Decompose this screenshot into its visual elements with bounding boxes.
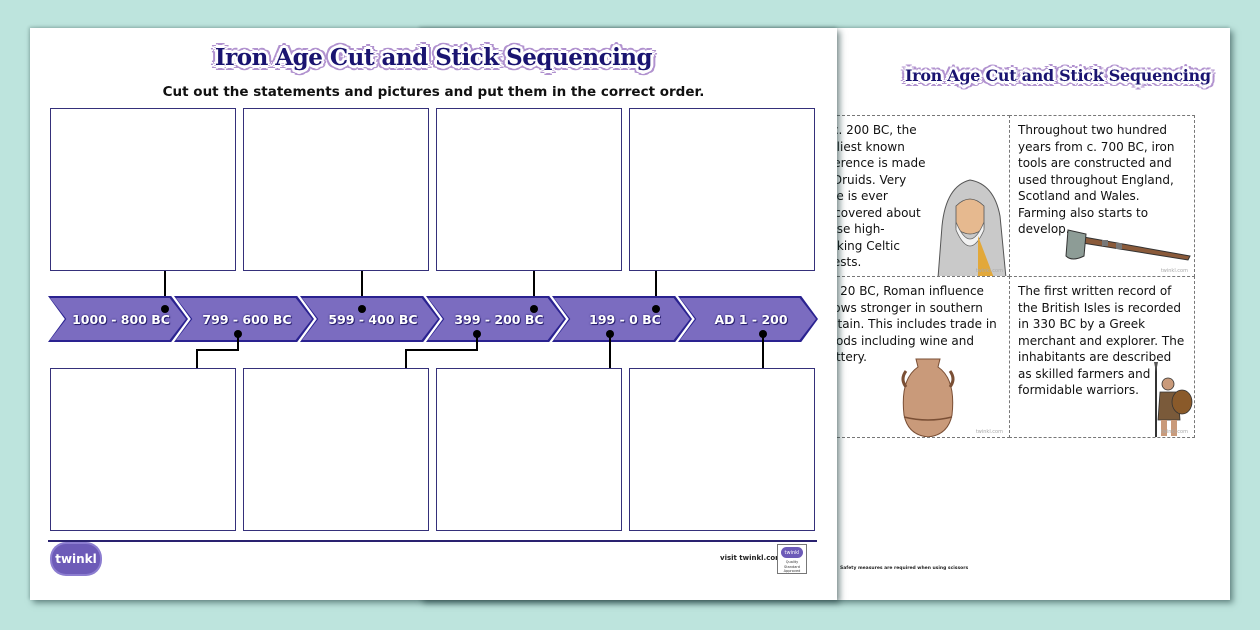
badge-text: Quality Standard Approved: [783, 560, 801, 573]
connector-line: [405, 349, 407, 369]
timeline-label: 799 - 600 BC: [202, 311, 292, 327]
connector-dot: [234, 330, 242, 338]
answer-box-bottom-2[interactable]: [243, 368, 429, 531]
timeline-segment-4: 399 - 200 BC: [428, 298, 564, 340]
druid-icon: [937, 179, 1007, 276]
connector-dot: [358, 305, 366, 313]
timeline-segment-2: 799 - 600 BC: [176, 298, 312, 340]
quality-badge: twinkl Quality Standard Approved: [777, 544, 807, 574]
connector-line: [533, 271, 535, 309]
twinkl-logo: twinkl: [52, 544, 100, 574]
card-text: The first written record of the British …: [1018, 284, 1185, 397]
amphora-icon: [901, 358, 955, 437]
statement-card-first-record[interactable]: The first written record of the British …: [1009, 276, 1195, 438]
connector-line: [762, 334, 764, 369]
statement-card-druids[interactable]: In c. 200 BC, the earliest known referen…: [812, 115, 1010, 277]
instructions: Cut out the statements and pictures and …: [162, 84, 705, 100]
connector-dot: [161, 305, 169, 313]
axe-icon: [1065, 229, 1191, 261]
card-credit: twinkl.com: [975, 268, 1003, 274]
safety-note: Safety measures are required when using …: [840, 566, 969, 571]
connector-line: [609, 334, 611, 369]
warrior-icon: [1154, 362, 1193, 437]
card-credit: twinkl.com: [975, 429, 1003, 435]
timeline-segment-5: 199 - 0 BC: [554, 298, 690, 340]
connector-dot: [606, 330, 614, 338]
timeline-arrow-bar: 1000 - 800 BC 799 - 600 BC 599 - 400 BC …: [48, 296, 818, 342]
card-text: By 20 BC, Roman influence grows stronger…: [821, 284, 997, 364]
connector-line: [655, 271, 657, 309]
answer-box-bottom-1[interactable]: [50, 368, 236, 531]
connector-line: [196, 349, 239, 351]
answer-box-top-4[interactable]: [629, 108, 815, 271]
statement-card-iron-tools[interactable]: Throughout two hundred years from c. 700…: [1009, 115, 1195, 277]
timeline-label: 1000 - 800 BC: [72, 311, 170, 327]
timeline-label: 399 - 200 BC: [454, 311, 544, 327]
page1-title: Iron Age Cut and Stick Sequencing: [214, 44, 653, 71]
timeline-label: AD 1 - 200: [714, 311, 788, 327]
worksheet-page-1: Iron Age Cut and Stick Sequencing Cut ou…: [30, 28, 837, 600]
answer-box-top-1[interactable]: [50, 108, 236, 271]
badge-logo: twinkl: [781, 547, 803, 559]
answer-box-top-2[interactable]: [243, 108, 429, 271]
answer-box-bottom-3[interactable]: [436, 368, 622, 531]
answer-box-bottom-4[interactable]: [629, 368, 815, 531]
connector-line: [164, 271, 166, 309]
timeline-segment-6: AD 1 - 200: [680, 298, 816, 340]
connector-line: [361, 271, 363, 309]
card-credit: twinkl.com: [1160, 268, 1188, 274]
timeline-label: 199 - 0 BC: [589, 311, 661, 327]
footer-divider: [48, 540, 817, 542]
connector-line: [237, 334, 239, 350]
statement-card-roman-influence[interactable]: By 20 BC, Roman influence grows stronger…: [812, 276, 1010, 438]
connector-dot: [759, 330, 767, 338]
connector-line: [476, 334, 478, 350]
connector-dot: [652, 305, 660, 313]
visit-link[interactable]: visit twinkl.com: [720, 554, 783, 562]
card-text: Throughout two hundred years from c. 700…: [1018, 123, 1175, 236]
connector-line: [405, 349, 478, 351]
answer-box-top-3[interactable]: [436, 108, 622, 271]
connector-dot: [473, 330, 481, 338]
page2-title: Iron Age Cut and Stick Sequencing: [905, 66, 1211, 85]
connector-dot: [530, 305, 538, 313]
timeline-segment-3: 599 - 400 BC: [302, 298, 438, 340]
timeline-label: 599 - 400 BC: [328, 311, 418, 327]
connector-line: [196, 349, 198, 369]
card-credit: twinkl.com: [1160, 429, 1188, 435]
